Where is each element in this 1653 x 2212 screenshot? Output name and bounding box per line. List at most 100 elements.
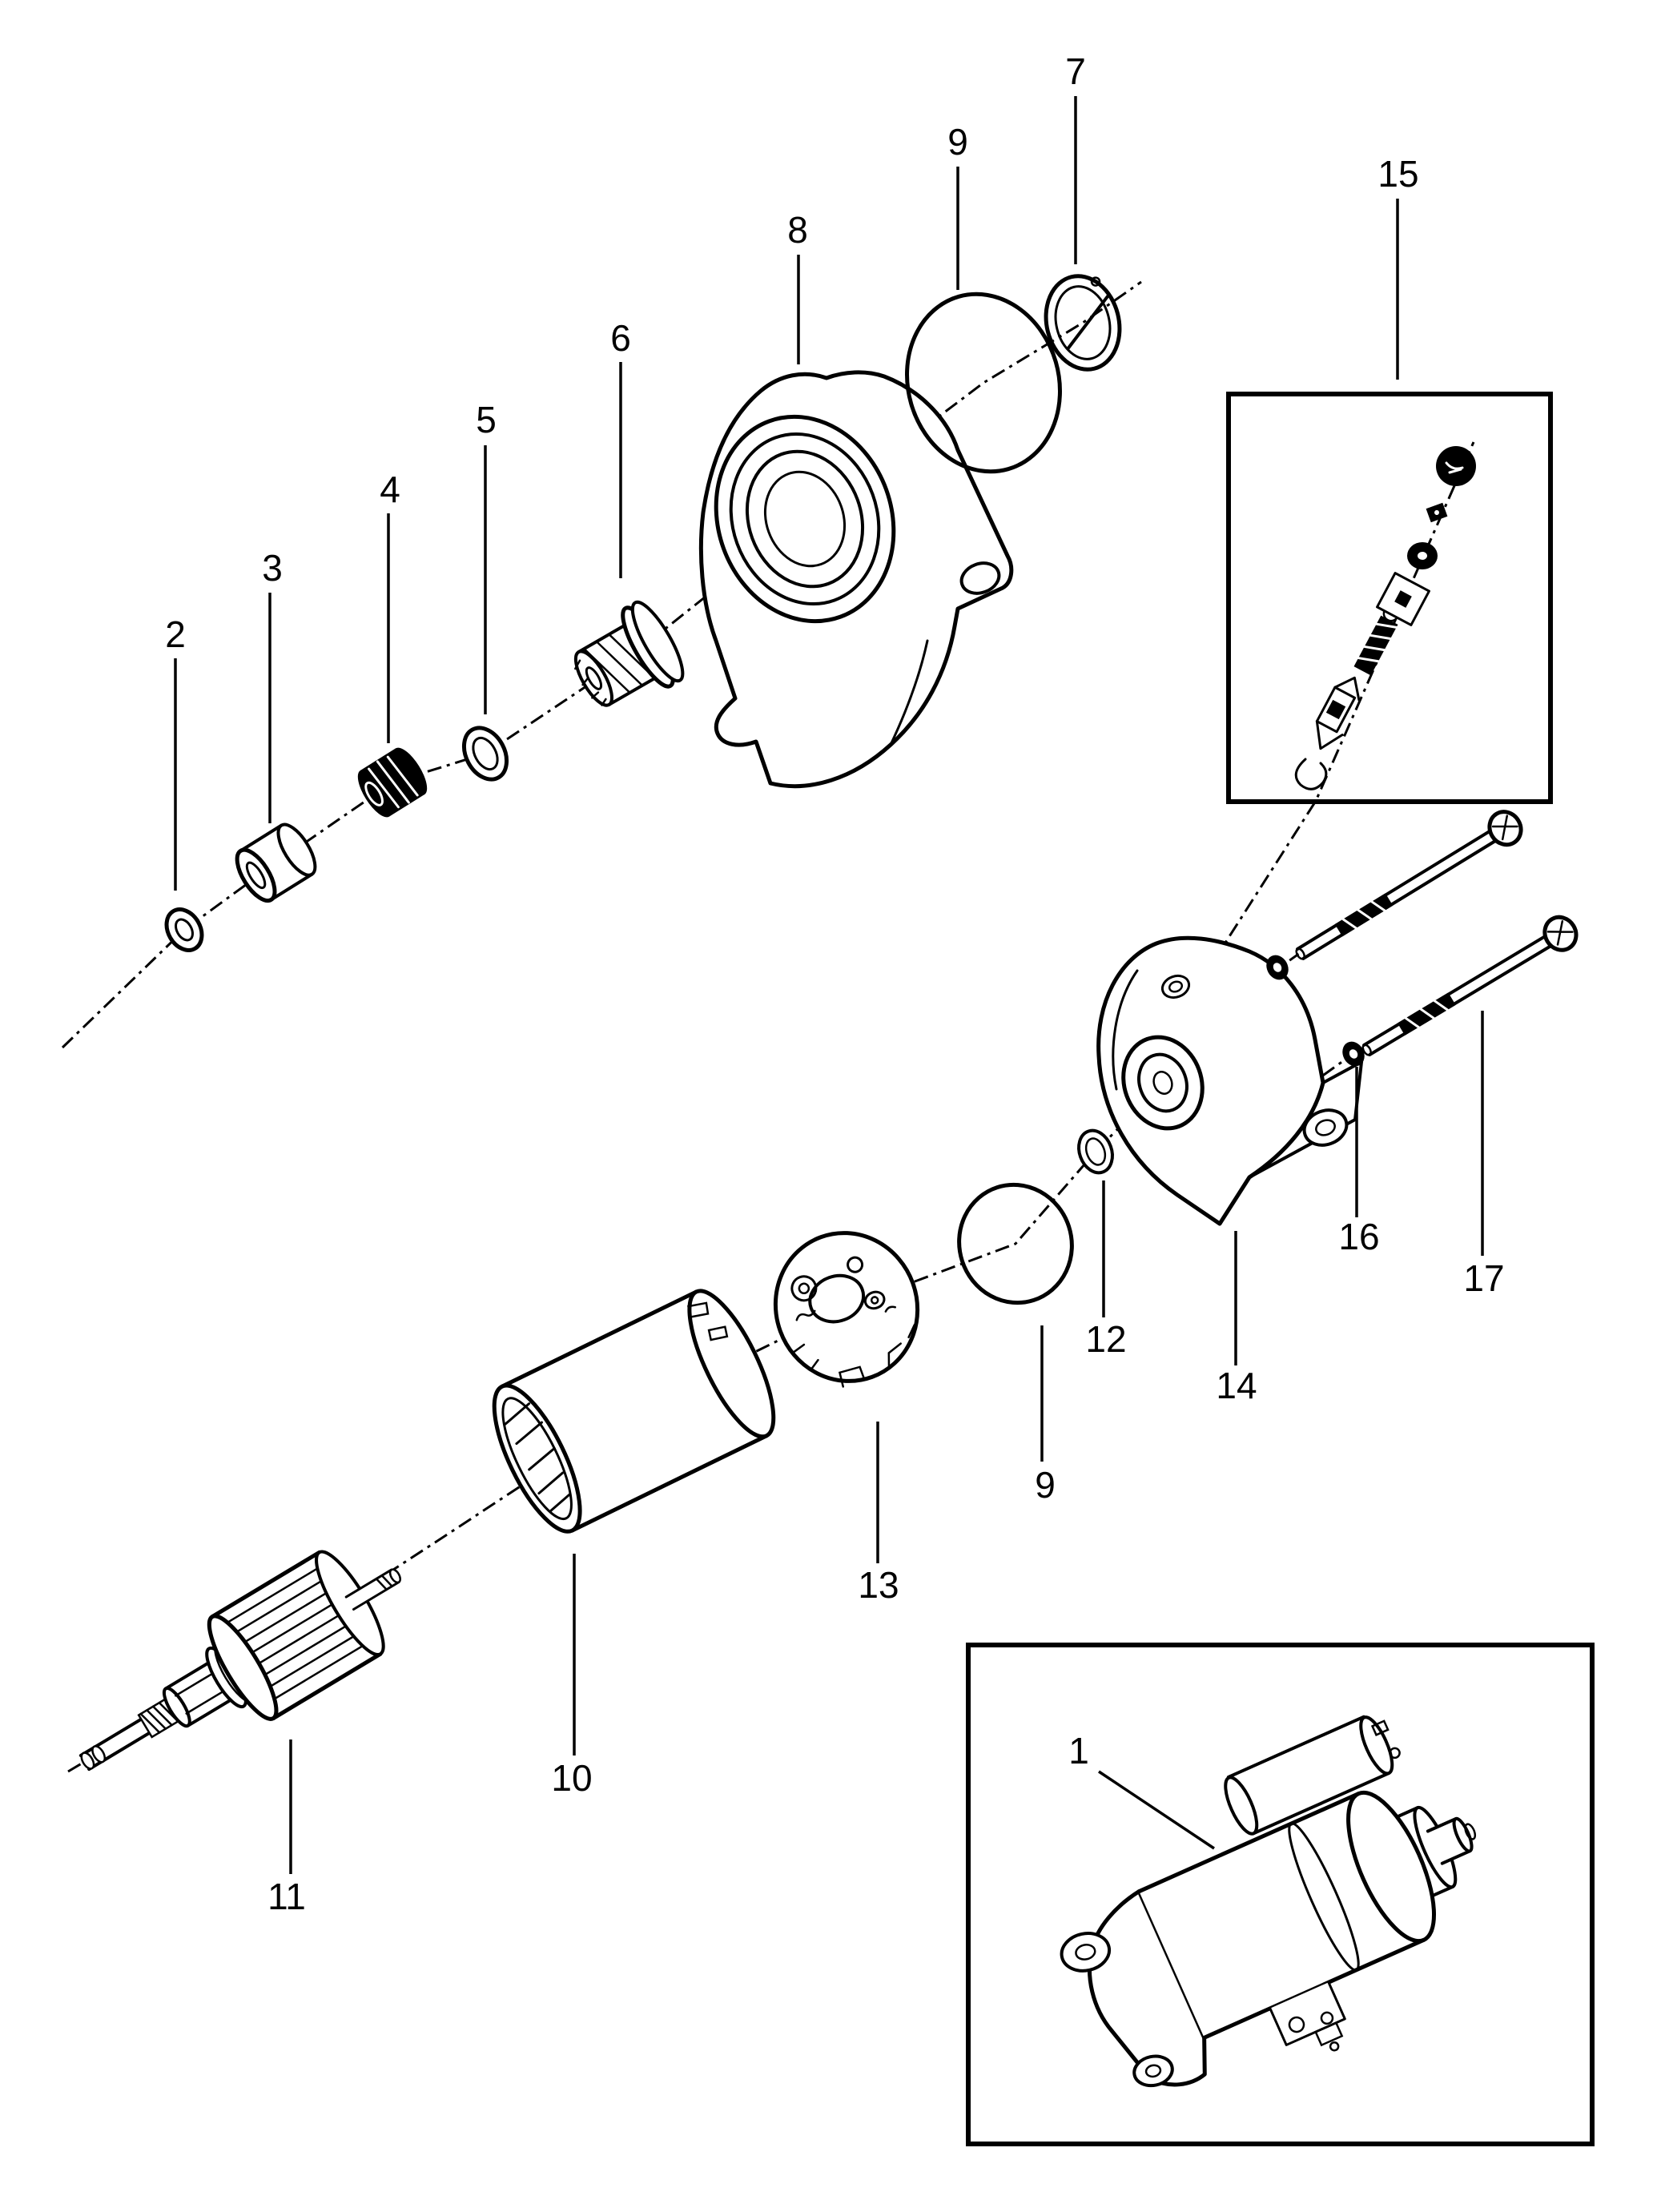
- part-brush-plate: [773, 1231, 920, 1388]
- part-stop-ring: [164, 907, 204, 952]
- part-stop-collar-shape: [239, 823, 284, 853]
- part-starter-assembly-shape: [1440, 1849, 1472, 1865]
- callout-label-seal-ring: 12: [1085, 1318, 1126, 1360]
- part-brush-holder-set-shape: [1418, 552, 1427, 560]
- part-through-bolt-lower-shape: [1546, 920, 1574, 946]
- part-armature-shape: [388, 1568, 401, 1584]
- part-starter-assembly: [1060, 1715, 1477, 2088]
- part-starter-assembly-shape: [1088, 1889, 1207, 2087]
- part-pinion-gear-shape: [574, 659, 607, 706]
- part-starter-assembly-shape: [1426, 1817, 1458, 1833]
- part-yoke-shape: [687, 1301, 729, 1341]
- part-stop-collar-shape: [269, 872, 314, 902]
- brush-set-small-nut: [1426, 502, 1448, 523]
- part-end-frame-shape-shape: [1137, 1052, 1188, 1113]
- part-yoke-shape: [504, 1402, 571, 1512]
- part-drive-end-housing-shape: [959, 561, 1001, 595]
- part-through-bolt-upper-shape: [1357, 908, 1373, 920]
- part-starter-assembly-shape: [1464, 1823, 1477, 1840]
- part-through-bolt-lower-shape: [1362, 929, 1563, 1056]
- part-end-frame: [1096, 935, 1363, 1226]
- part-bolt-washer-upper-shape: [1273, 963, 1282, 972]
- part-armature-shape: [87, 1731, 151, 1772]
- part-starter-assembly-shape: [1320, 2011, 1334, 2025]
- part-armature-shape: [185, 1690, 225, 1715]
- part-starter-assembly-shape: [1202, 1937, 1426, 2040]
- part-armature-shape: [151, 1705, 173, 1727]
- part-armature-shape: [207, 1614, 279, 1721]
- callout-label-brush-plate: 13: [858, 1564, 899, 1606]
- part-armature-shape: [267, 1639, 372, 1704]
- part-snap-ring-shape: [1090, 276, 1101, 287]
- part-end-frame-shape: [1160, 974, 1191, 999]
- callout-label-brush-holder-set: 15: [1378, 153, 1418, 195]
- part-through-bolt-upper-shape: [1301, 833, 1507, 960]
- part-armature-shape: [271, 1651, 383, 1721]
- part-through-bolt-lower-shape: [1419, 1007, 1435, 1020]
- part-through-bolt-upper: [1295, 810, 1523, 960]
- part-snap-ring-shape: [1044, 274, 1122, 372]
- callout-label-o-ring-front: 9: [947, 121, 968, 163]
- part-through-bolt-upper-shape: [1296, 823, 1502, 951]
- part-stop-collar-shape: [240, 825, 312, 900]
- part-stop-collar-shape: [245, 861, 267, 890]
- part-pinion-washer: [461, 726, 509, 782]
- callout-label-pinion-washer: 5: [476, 399, 497, 440]
- part-end-frame-shape-shape: [1152, 1071, 1173, 1095]
- part-starter-assembly-shape: [1288, 1822, 1360, 1972]
- part-armature-shape: [233, 1585, 340, 1650]
- part-bolt-washer-lower-shape: [1349, 1049, 1358, 1059]
- callout-label-end-frame: 14: [1216, 1365, 1257, 1406]
- part-starter-assembly-shape: [1252, 1772, 1391, 1836]
- part-end-frame-shape-shape: [1121, 1035, 1205, 1131]
- part-starter-assembly-shape: [1144, 2064, 1162, 2078]
- part-end-frame-shape: [1112, 969, 1139, 1091]
- brush-set-plate-shape: [1394, 590, 1412, 608]
- part-brush-holder-set: [1294, 446, 1476, 790]
- part-brush-plate-shape: [773, 1231, 920, 1383]
- part-armature-shape: [227, 1574, 332, 1639]
- brush-set-holder-shape: [1315, 676, 1361, 750]
- part-through-bolt-lower-shape: [1404, 1016, 1420, 1029]
- part-through-bolt-upper-shape: [1295, 947, 1305, 960]
- part-pinion-washer-shape: [461, 726, 509, 782]
- part-pinion-stopper-shape: [376, 760, 410, 804]
- part-armature-shape: [210, 1550, 322, 1619]
- part-yoke-shape: [687, 1289, 776, 1439]
- part-snap-ring-shape: [1066, 293, 1111, 351]
- part-starter-assembly-shape: [1329, 2041, 1340, 2052]
- part-yoke-shape: [501, 1397, 573, 1521]
- part-through-bolt-lower: [1361, 915, 1579, 1056]
- callout-label-pinion-stopper: 4: [380, 469, 400, 510]
- part-through-bolt-upper-shape: [1370, 900, 1386, 912]
- part-starter-assembly-shape: [1452, 1816, 1474, 1853]
- brush-set-spring-shape: [1353, 615, 1398, 676]
- brush-set-holder-shape: [1325, 699, 1346, 720]
- part-starter-assembly-shape: [1224, 1776, 1259, 1836]
- part-starter-assembly-shape: [1228, 1716, 1390, 1834]
- part-drive-end-housing-shape-shape: [745, 449, 865, 589]
- part-brush-plate-shape: [863, 1290, 886, 1310]
- part-end-frame-shape: [1168, 980, 1184, 993]
- part-starter-assembly-shape: [1359, 1715, 1394, 1776]
- part-starter-assembly-shape: [1132, 2054, 1174, 2088]
- part-starter-assembly-shape: [1136, 1792, 1361, 1894]
- part-pinion-gear-shape: [595, 640, 644, 687]
- callout-label-drive-end-housing: 8: [787, 209, 808, 251]
- callout-label-bolt-washer: 16: [1338, 1216, 1379, 1257]
- part-pinion-gear: [573, 600, 685, 707]
- part-bolt-washer-upper: [1266, 955, 1289, 980]
- part-armature-shape: [163, 1662, 209, 1691]
- part-stop-collar-shape: [235, 847, 277, 903]
- brush-set-plate: [1376, 572, 1430, 626]
- part-through-bolt-upper-shape: [1491, 814, 1518, 841]
- part-armature-shape: [344, 1568, 393, 1599]
- part-drive-end-housing-shape-shape: [729, 432, 881, 606]
- part-drive-end-housing-shape-shape: [763, 470, 847, 568]
- part-starter-assembly-shape: [1226, 1715, 1365, 1779]
- brush-set-holder: [1315, 676, 1361, 750]
- part-o-ring-front: [905, 292, 1062, 474]
- part-armature-shape: [380, 1575, 393, 1587]
- part-armature-shape: [80, 1752, 95, 1770]
